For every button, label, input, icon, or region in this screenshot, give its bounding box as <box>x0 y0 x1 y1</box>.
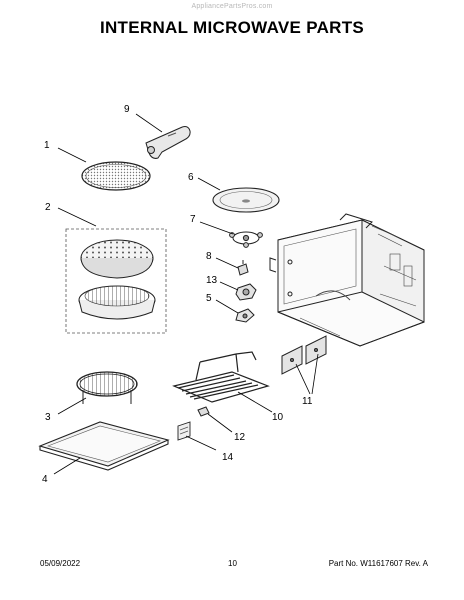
leader-11a <box>295 363 311 395</box>
leader-13 <box>219 281 239 291</box>
leader-4 <box>53 457 81 475</box>
callout-14: 14 <box>222 452 234 463</box>
callout-5: 5 <box>206 293 212 304</box>
leader-7 <box>199 221 234 235</box>
leader-1 <box>57 147 87 163</box>
callout-4: 4 <box>42 474 48 485</box>
callout-7: 7 <box>190 214 196 225</box>
page-title: INTERNAL MICROWAVE PARTS <box>99 18 365 37</box>
part-13-motor <box>235 283 257 301</box>
leader-11b <box>311 353 319 395</box>
callout-10: 10 <box>272 412 284 423</box>
leader-5 <box>215 299 239 314</box>
part-7-roller-ring <box>229 231 263 248</box>
callout-1: 1 <box>44 140 50 151</box>
callout-11: 11 <box>302 396 313 407</box>
part-11-plates <box>281 335 327 375</box>
leader-8 <box>215 257 239 269</box>
part-3-wire-rack <box>76 371 138 404</box>
leader-14 <box>185 435 217 451</box>
part-2-crisper-assembly <box>65 228 167 334</box>
oven-cavity <box>269 213 425 347</box>
part-14-bracket <box>177 421 191 441</box>
footer-part-number: Part No. W11617607 Rev. A <box>328 559 428 568</box>
part-1-mesh-tray <box>81 161 151 191</box>
callout-12: 12 <box>234 432 246 443</box>
leader-10 <box>237 391 273 413</box>
part-10-heater <box>172 351 270 403</box>
part-9-clip <box>145 126 191 159</box>
part-8-coupler <box>237 260 249 276</box>
callout-9: 9 <box>124 104 130 115</box>
footer-page-number: 10 <box>228 559 237 568</box>
part-6-turntable <box>212 187 280 213</box>
leader-6 <box>197 177 221 191</box>
callout-2: 2 <box>45 202 51 213</box>
leader-3 <box>57 397 87 415</box>
callout-3: 3 <box>45 412 51 423</box>
callout-6: 6 <box>188 172 194 183</box>
part-12-clip <box>197 406 210 417</box>
callout-13: 13 <box>206 275 218 286</box>
callout-8: 8 <box>206 251 212 262</box>
leader-9 <box>135 113 163 133</box>
part-4-tray <box>38 421 170 471</box>
part-5-bracket <box>235 308 255 323</box>
leader-12 <box>207 413 233 433</box>
leader-2 <box>57 207 97 227</box>
footer-date: 05/09/2022 <box>40 559 81 568</box>
watermark: AppliancePartsPros.com <box>191 3 273 10</box>
